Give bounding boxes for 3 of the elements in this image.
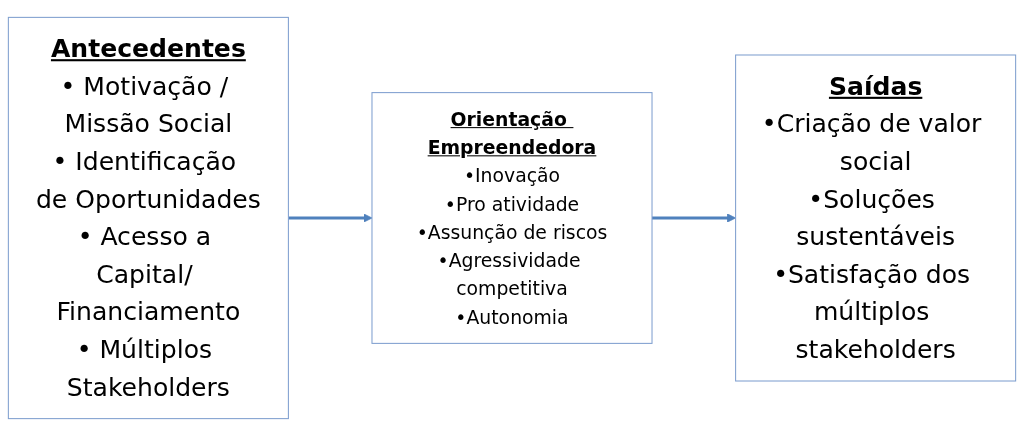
node-box: Saídas •Criação de valor social •Soluções sustentáveis •Satisfação dos múltiplos stakeholders <box>735 54 1017 382</box>
node-box: Antecedentes • Motivação / Missão Social • Identificação de Oportunidades • Acesso a Capital/ Financiamento • Múltiplos Stakeholders <box>7 16 289 420</box>
node-box: Orientação Empreendedora •Inovação •Pro atividade •Assunção de riscos •Agressividade competitiva •Autonomia <box>371 92 653 344</box>
